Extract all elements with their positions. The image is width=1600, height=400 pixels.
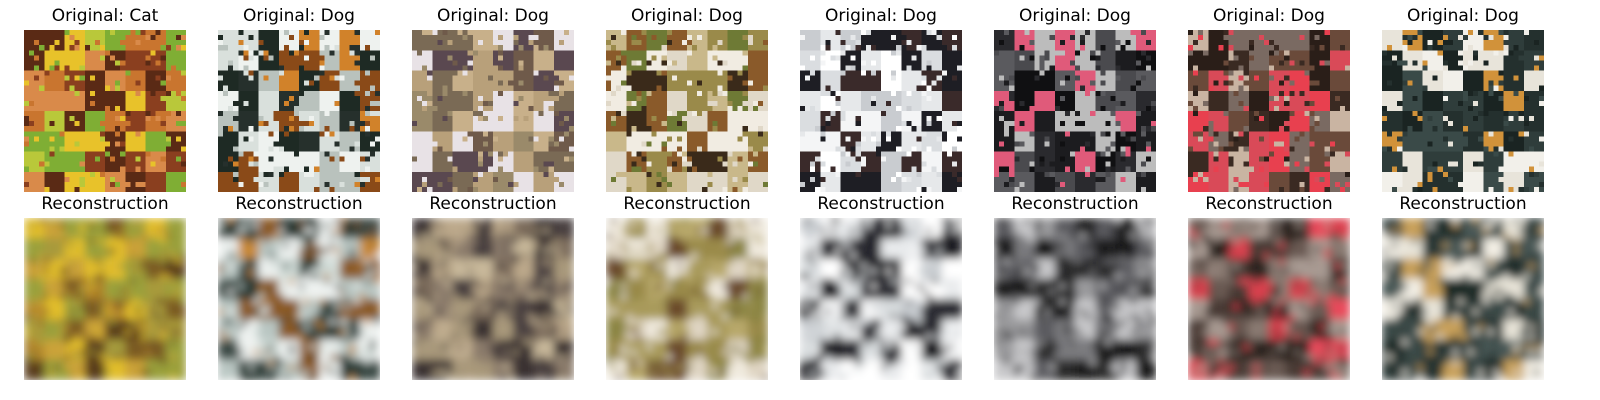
reconstructed-image — [800, 218, 962, 380]
reconstructed-image — [24, 218, 186, 380]
original-image — [24, 30, 186, 192]
original-label: Original: Dog — [243, 6, 355, 26]
original-image — [800, 30, 962, 192]
reconstruction-label: Reconstruction — [1399, 194, 1527, 214]
original-image — [218, 30, 380, 192]
reconstructed-image — [412, 218, 574, 380]
reconstructed-image — [1382, 218, 1544, 380]
reconstruction-label: Reconstruction — [235, 194, 363, 214]
reconstructed-image — [218, 218, 380, 380]
reconstruction-label: Reconstruction — [429, 194, 557, 214]
reconstruction-label: Reconstruction — [623, 194, 751, 214]
original-label: Original: Dog — [1213, 6, 1325, 26]
reconstructed-image — [606, 218, 768, 380]
original-image — [994, 30, 1156, 192]
original-label: Original: Dog — [437, 6, 549, 26]
original-label: Original: Dog — [1407, 6, 1519, 26]
reconstructed-image — [1188, 218, 1350, 380]
original-image — [1188, 30, 1350, 192]
original-image — [412, 30, 574, 192]
reconstruction-label: Reconstruction — [817, 194, 945, 214]
reconstruction-label: Reconstruction — [41, 194, 169, 214]
original-label: Original: Dog — [631, 6, 743, 26]
reconstructed-image — [994, 218, 1156, 380]
reconstruction-label: Reconstruction — [1205, 194, 1333, 214]
original-label: Original: Cat — [51, 6, 159, 26]
original-image — [1382, 30, 1544, 192]
reconstruction-label: Reconstruction — [1011, 194, 1139, 214]
original-image — [606, 30, 768, 192]
original-label: Original: Dog — [825, 6, 937, 26]
original-label: Original: Dog — [1019, 6, 1131, 26]
